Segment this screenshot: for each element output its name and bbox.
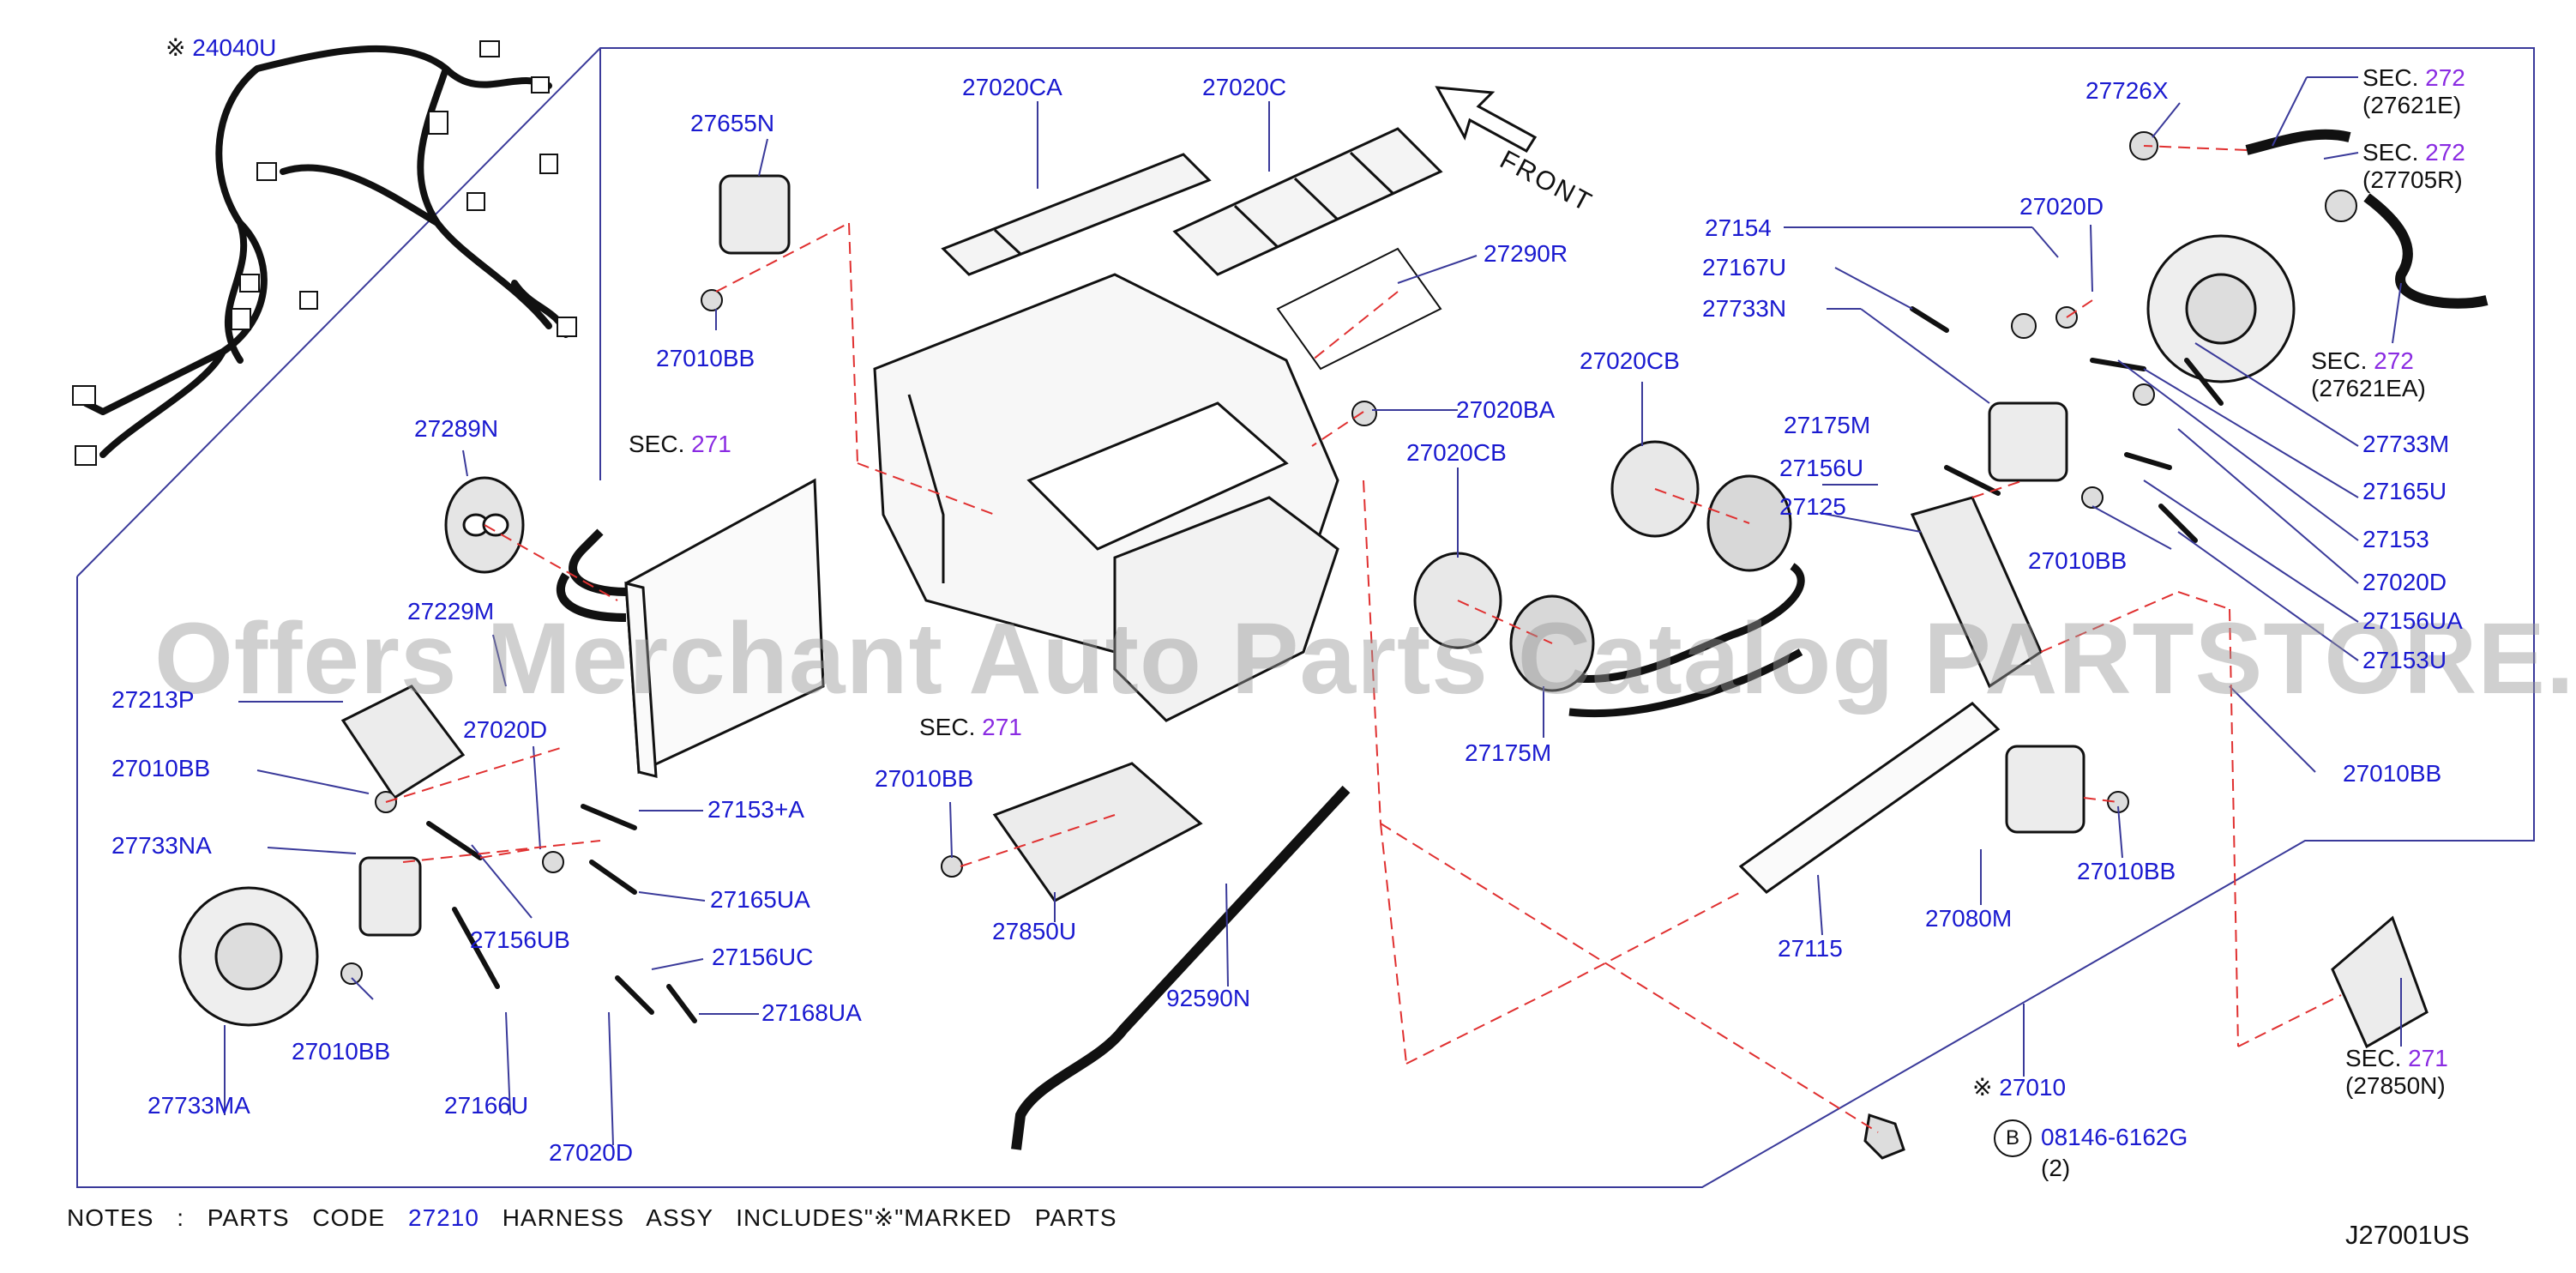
- part-label-27010bb-6[interactable]: 27010BB: [2343, 760, 2442, 787]
- section-label-272-27705r[interactable]: SEC. 272(27705R): [2362, 139, 2465, 193]
- wiring-harness-24040u[interactable]: [82, 45, 569, 458]
- section-label-272-27621ea[interactable]: SEC. 272(27621EA): [2311, 347, 2426, 401]
- part-label-27213p[interactable]: 27213P: [111, 686, 195, 713]
- bolt-code-circle-b: B: [1994, 1119, 2031, 1157]
- evaporator-core[interactable]: [624, 478, 825, 778]
- part-label-27020cb-1[interactable]: 27020CB: [1580, 347, 1680, 374]
- duct-27850n[interactable]: [2331, 915, 2429, 1049]
- part-label-27289n[interactable]: 27289N: [414, 415, 499, 442]
- part-label-27153[interactable]: 27153: [2362, 526, 2429, 552]
- assembly-boundary: [76, 47, 2535, 1188]
- part-label-27010bb-2[interactable]: 27010BB: [111, 755, 211, 781]
- heater-pipes: [1568, 563, 1805, 718]
- part-label-27156u[interactable]: 27156U: [1779, 455, 1864, 481]
- part-label-27080m[interactable]: 27080M: [1925, 905, 2013, 932]
- part-label-27726x[interactable]: 27726X: [2085, 77, 2169, 104]
- notes-parts-code[interactable]: 27210: [408, 1204, 479, 1231]
- heater-core-27115[interactable]: [1738, 702, 2001, 894]
- levers-and-links: [426, 306, 2224, 1023]
- notes-suffix: HARNESS ASSY INCLUDES"※"MARKED PARTS: [502, 1204, 1117, 1231]
- part-label-27156ua[interactable]: 27156UA: [2362, 607, 2463, 634]
- part-label-27010[interactable]: ※ 27010: [1972, 1074, 2067, 1101]
- part-label-27020c[interactable]: 27020C: [1202, 74, 1287, 100]
- section-label-272-27621e[interactable]: SEC. 272(27621E): [2362, 64, 2465, 118]
- part-label-24040u[interactable]: ※ 24040U: [166, 34, 277, 61]
- harness-connectors: [72, 40, 577, 466]
- leader-lines: [224, 76, 2402, 1146]
- part-label-27020d-4[interactable]: 27020D: [2362, 569, 2447, 595]
- part-label-27156uc[interactable]: 27156UC: [712, 944, 814, 970]
- part-label-27290r[interactable]: 27290R: [1484, 240, 1568, 267]
- actuator-27080m[interactable]: [2005, 745, 2085, 834]
- part-label-27733ma[interactable]: 27733MA: [147, 1092, 250, 1119]
- part-label-27010bb-4[interactable]: 27010BB: [875, 765, 974, 792]
- part-label-27167u[interactable]: 27167U: [1702, 254, 1787, 281]
- notes-prefix: NOTES : PARTS CODE: [67, 1204, 386, 1231]
- air-filter-27020ca[interactable]: [941, 153, 1212, 276]
- blower-motor-27733m[interactable]: [2146, 234, 2296, 383]
- part-label-27175m-1[interactable]: 27175M: [1784, 412, 1871, 438]
- part-label-27153u[interactable]: 27153U: [2362, 647, 2447, 673]
- actuator-27733na[interactable]: [358, 856, 422, 937]
- part-label-27153a[interactable]: 27153+A: [707, 796, 804, 823]
- part-label-27168ua[interactable]: 27168UA: [761, 999, 862, 1026]
- notes-line: NOTES : PARTS CODE 27210 HARNESS ASSY IN…: [67, 1204, 1117, 1232]
- part-label-27229m[interactable]: 27229M: [407, 598, 495, 624]
- part-label-27125[interactable]: 27125: [1779, 493, 1846, 520]
- part-label-27020ca[interactable]: 27020CA: [962, 74, 1062, 100]
- part-label-27154[interactable]: 27154: [1705, 214, 1772, 241]
- part-label-27010bb-5[interactable]: 27010BB: [2028, 547, 2128, 574]
- part-label-27010bb-1[interactable]: 27010BB: [656, 345, 755, 371]
- evaporator-pipes: [557, 528, 627, 622]
- quantity-label: (2): [2041, 1155, 2071, 1181]
- section-label-271-evaporator[interactable]: SEC. 271: [629, 431, 731, 457]
- duct-27850u[interactable]: [992, 762, 1203, 902]
- watermark-text: Offers Merchant Auto Parts Catalog PARTS…: [154, 602, 2576, 715]
- part-label-27733n[interactable]: 27733N: [1702, 295, 1787, 322]
- aspirator-hose[interactable]: [2245, 129, 2489, 309]
- part-label-27020ba[interactable]: 27020BA: [1456, 396, 1556, 423]
- diagram-id: J27001US: [2345, 1220, 2470, 1250]
- dashed-reference-lines: [385, 145, 2342, 1133]
- section-label-271-27850n[interactable]: SEC. 271(27850N): [2345, 1045, 2448, 1099]
- part-label-27655n[interactable]: 27655N: [690, 110, 775, 136]
- part-label-92590n[interactable]: 92590N: [1166, 985, 1251, 1011]
- part-label-27850u[interactable]: 27850U: [992, 918, 1077, 944]
- part-label-27115[interactable]: 27115: [1778, 935, 1843, 962]
- hvac-case[interactable]: [873, 273, 1339, 722]
- bolt-08146[interactable]: [1863, 1113, 1905, 1160]
- part-label-27166u[interactable]: 27166U: [444, 1092, 529, 1119]
- part-label-27165u[interactable]: 27165U: [2362, 478, 2447, 504]
- blower-motor-27733ma[interactable]: [178, 886, 319, 1027]
- part-label-27020d-1[interactable]: 27020D: [463, 716, 548, 743]
- actuator-27655n[interactable]: [719, 174, 791, 255]
- part-label-27010bb-7[interactable]: 27010BB: [2077, 858, 2176, 884]
- part-label-27020cb-2[interactable]: 27020CB: [1406, 439, 1507, 466]
- part-label-27020d-2[interactable]: 27020D: [549, 1139, 634, 1166]
- seal-27290r[interactable]: [1276, 247, 1442, 371]
- drain-hose-92590n[interactable]: [1011, 785, 1351, 1150]
- front-arrow: [1435, 86, 1538, 153]
- section-label-271-sensor[interactable]: SEC. 271: [919, 714, 1022, 740]
- small-fittings: [340, 131, 2357, 1148]
- air-filter-27020c[interactable]: [1172, 127, 1443, 276]
- part-label-08146-6162g[interactable]: 08146-6162G: [2041, 1124, 2188, 1150]
- part-label-27010bb-3[interactable]: 27010BB: [292, 1038, 391, 1065]
- part-label-27733na[interactable]: 27733NA: [111, 832, 212, 859]
- part-label-27020d-3[interactable]: 27020D: [2019, 193, 2104, 220]
- part-label-27175m-2[interactable]: 27175M: [1465, 739, 1552, 766]
- part-label-27733m[interactable]: 27733M: [2362, 431, 2450, 457]
- actuator-27213p[interactable]: [340, 685, 466, 800]
- part-label-27156ub[interactable]: 27156UB: [470, 926, 570, 953]
- part-label-27165ua[interactable]: 27165UA: [710, 886, 810, 913]
- actuator-27733n[interactable]: [1988, 401, 2068, 482]
